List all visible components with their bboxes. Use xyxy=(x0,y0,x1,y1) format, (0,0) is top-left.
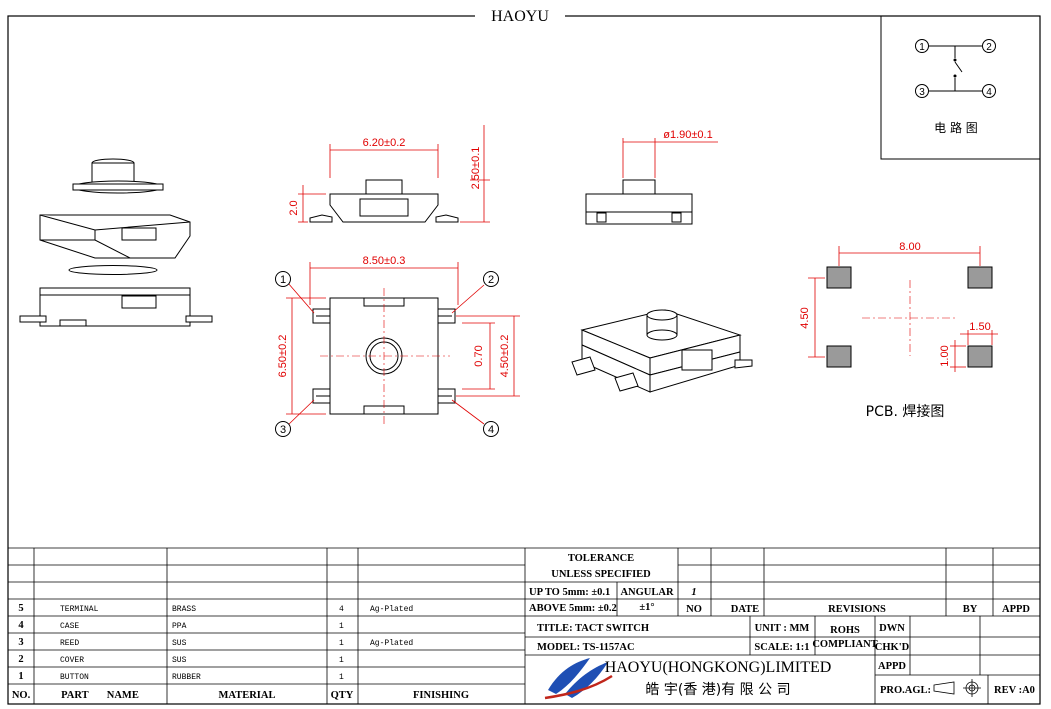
pcb-layout: 8.00 4.50 1.50 1.00 PCB. 焊接图 xyxy=(799,241,998,420)
bom-no: 1 xyxy=(18,671,23,682)
circuit-schematic: 1 2 3 4 电 路 图 xyxy=(880,15,1041,160)
top-pin-2: 2 xyxy=(488,274,494,286)
revision-revisions-header: REVISIONS xyxy=(828,604,886,615)
bom-header-qty: QTY xyxy=(331,690,354,701)
bom-material: RUBBER xyxy=(172,673,201,682)
revision-mark: 1 xyxy=(691,587,696,598)
company-logo xyxy=(544,658,613,700)
schematic-label: 电 路 图 xyxy=(934,120,978,135)
tolerance-row-1: UP TO 5mm: ±0.1 xyxy=(529,587,610,598)
bom-part: REED xyxy=(60,639,79,648)
revision-date-header: DATE xyxy=(731,604,759,615)
bom-qty: 1 xyxy=(339,622,344,631)
bom-row: 2 COVER SUS 1 xyxy=(18,654,344,665)
dim-pcb-pad-h: 1.00 xyxy=(939,345,951,366)
schematic-pin-2: 2 xyxy=(986,42,992,53)
schematic-pin-1: 1 xyxy=(919,42,925,53)
dim-front-diameter: ø1.90±0.1 xyxy=(663,129,712,141)
drawing-model: MODEL: TS-1157AC xyxy=(537,642,635,653)
tolerance-title: TOLERANCE xyxy=(568,553,634,564)
bom-header-material: MATERIAL xyxy=(219,690,276,701)
dim-top-width: 8.50±0.3 xyxy=(363,255,406,267)
front-view: ø1.90±0.1 xyxy=(585,129,718,225)
bom-material: SUS xyxy=(172,639,187,648)
top-view: 8.50±0.3 6.50±0.2 0.70 4.50±0.2 1 2 3 4 xyxy=(275,255,520,437)
appd-label: APPD xyxy=(878,661,906,672)
bom-part: TERMINAL xyxy=(60,605,99,614)
side-view: 6.20±0.2 2.50±0.1 2.0 xyxy=(288,125,490,223)
bom-table: 5 TERMINAL BRASS 4 Ag-Plated 4 CASE PPA … xyxy=(12,603,469,701)
bom-qty: 1 xyxy=(339,639,344,648)
dim-pcb-pad-w: 1.50 xyxy=(969,321,990,333)
top-pin-4: 4 xyxy=(488,424,494,436)
company-name-en: HAOYU(HONGKONG)LIMITED xyxy=(605,659,832,676)
bom-no: 5 xyxy=(18,603,23,614)
dim-pcb-width: 8.00 xyxy=(899,241,920,253)
isometric-view xyxy=(571,309,753,393)
dim-side-width: 6.20±0.2 xyxy=(363,137,406,149)
bom-material: PPA xyxy=(172,622,187,631)
bom-header-finishing: FINISHING xyxy=(413,690,469,701)
title-block-grid xyxy=(8,547,1040,704)
projection-symbol-icon xyxy=(933,679,981,697)
bom-material: SUS xyxy=(172,656,187,665)
bom-header-part: PART NAME xyxy=(61,690,139,701)
bom-header-row: NO. PART NAME MATERIAL QTY FINISHING xyxy=(12,690,469,701)
compliant-label: COMPLIANT xyxy=(812,639,877,650)
pcb-label: PCB. 焊接图 xyxy=(866,403,945,420)
tolerance-row-2: ABOVE 5mm: ±0.2 xyxy=(529,603,617,614)
drawing-title: TITLE: TACT SWITCH xyxy=(537,623,649,634)
exploded-view xyxy=(19,158,213,327)
projection-angle-label: PRO.AGL: xyxy=(880,685,931,696)
bom-row: 3 REED SUS 1 Ag-Plated xyxy=(18,637,413,648)
revision-code: REV :A0 xyxy=(994,685,1035,696)
dwn-label: DWN xyxy=(879,623,905,634)
brand-header: HAOYU xyxy=(491,8,549,25)
dim-pcb-height: 4.50 xyxy=(799,307,811,328)
tolerance-subtitle: UNLESS SPECIFIED xyxy=(551,569,651,580)
schematic-pin-3: 3 xyxy=(919,87,925,98)
drawing-scale: SCALE: 1:1 xyxy=(754,642,809,653)
bom-qty: 4 xyxy=(339,605,344,614)
drawing-unit: UNIT : MM xyxy=(755,623,810,634)
dim-side-base: 2.0 xyxy=(288,200,300,215)
bom-no: 2 xyxy=(18,654,23,665)
bom-qty: 1 xyxy=(339,656,344,665)
top-pin-3: 3 xyxy=(280,424,286,436)
bom-row: 4 CASE PPA 1 xyxy=(18,620,344,631)
tolerance-angular-value: ±1° xyxy=(639,602,654,613)
dim-top-pin-gap: 0.70 xyxy=(473,345,485,366)
dim-top-height: 6.50±0.2 xyxy=(277,335,289,378)
revision-by-header: BY xyxy=(963,604,978,615)
tolerance-angular-label: ANGULAR xyxy=(620,587,674,598)
top-pin-1: 1 xyxy=(280,274,286,286)
sheet-frame xyxy=(7,15,1041,705)
bom-no: 3 xyxy=(18,637,23,648)
rohs-label: ROHS xyxy=(830,625,860,636)
revision-no-header: NO xyxy=(686,604,702,615)
revision-appd-header: APPD xyxy=(1002,604,1030,615)
dim-side-height: 2.50±0.1 xyxy=(470,147,482,190)
bom-part: COVER xyxy=(60,656,84,665)
schematic-pin-4: 4 xyxy=(986,87,992,98)
bom-header-no: NO. xyxy=(12,690,31,701)
bom-part: CASE xyxy=(60,622,79,631)
bom-finishing: Ag-Plated xyxy=(370,605,413,614)
bom-row: 1 BUTTON RUBBER 1 xyxy=(18,671,344,682)
bom-finishing: Ag-Plated xyxy=(370,639,413,648)
bom-part: BUTTON xyxy=(60,673,89,682)
bom-qty: 1 xyxy=(339,673,344,682)
bom-no: 4 xyxy=(18,620,24,631)
bom-row: 5 TERMINAL BRASS 4 Ag-Plated xyxy=(18,603,413,614)
company-name-cn: 皓 宇(香 港)有 限 公 司 xyxy=(645,682,790,698)
dim-top-body: 4.50±0.2 xyxy=(499,335,511,378)
chkd-label: CHK'D xyxy=(875,642,910,653)
bom-material: BRASS xyxy=(172,605,196,614)
